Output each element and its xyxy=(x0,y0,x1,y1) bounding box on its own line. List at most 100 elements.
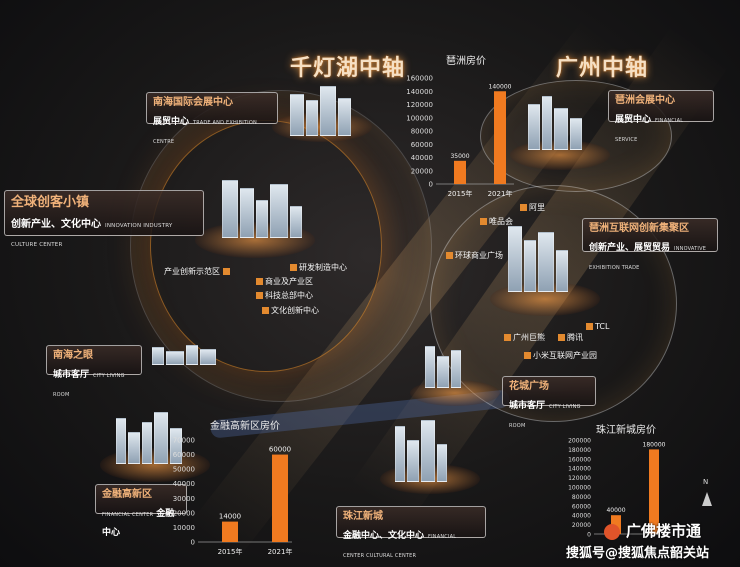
tag-title: 南海国际会展中心 xyxy=(153,97,233,108)
y-tick-label: 30000 xyxy=(173,495,195,503)
y-tick-label: 20000 xyxy=(411,167,433,175)
label-xiaomi: 小米互联网产业园 xyxy=(524,350,597,361)
tag-sub: 创新产业、展贸贸易 xyxy=(589,243,671,253)
x-category-label: 2015年 xyxy=(448,189,473,198)
y-tick-label: 120000 xyxy=(406,101,433,109)
bar-value-label: 140000 xyxy=(489,83,512,90)
cluster-qiandeng-top xyxy=(290,86,351,136)
x-category-label: 2021年 xyxy=(268,547,293,556)
building-icon xyxy=(480,218,487,225)
y-tick-label: 70000 xyxy=(173,437,195,445)
tag-title: 花城广场 xyxy=(509,381,549,392)
cluster-financial xyxy=(116,412,182,464)
tag-title: 珠江新城 xyxy=(343,511,383,522)
label-text: 小米互联网产业园 xyxy=(533,351,597,360)
y-tick-label: 10000 xyxy=(173,524,195,532)
cluster-global-town xyxy=(222,180,302,238)
label-text: 腾讯 xyxy=(567,333,583,342)
label-culture-center: 文化创新中心 xyxy=(262,305,319,316)
y-tick-label: 20000 xyxy=(173,509,195,517)
label-text: 商业及产业区 xyxy=(265,277,313,286)
compass-icon xyxy=(700,484,714,506)
watermark-line1: 广佛楼市通 xyxy=(626,522,702,540)
compass-label: N xyxy=(703,478,709,486)
y-tick-label: 60000 xyxy=(411,141,433,149)
building-icon xyxy=(520,204,527,211)
tag-title: 全球创客小镇 xyxy=(11,195,90,210)
label-guangzhou-sw: 广州巨熊 xyxy=(504,332,545,343)
building-icon xyxy=(586,323,593,330)
bar xyxy=(649,449,659,534)
bar xyxy=(494,91,506,184)
bar-value-label: 35000 xyxy=(450,153,469,160)
building-icon xyxy=(524,352,531,359)
bar-value-label: 14000 xyxy=(219,513,241,521)
y-tick-label: 60000 xyxy=(173,451,195,459)
bar-value-label: 60000 xyxy=(269,446,291,454)
label-tcl: TCL xyxy=(586,322,609,331)
tag-en: CITY LIVING ROOM xyxy=(509,404,581,429)
guangzhou-headline: 广州中轴 xyxy=(556,56,649,81)
tag-en: FINANCIAL CENTER xyxy=(102,512,154,518)
y-tick-label: 180000 xyxy=(568,447,591,454)
label-text: 阿里 xyxy=(529,203,545,212)
label-text: TCL xyxy=(595,322,610,331)
building-icon xyxy=(446,252,453,259)
building-icon xyxy=(256,278,263,285)
y-tick-label: 140000 xyxy=(406,88,433,96)
y-tick-label: 40000 xyxy=(411,154,433,162)
building-icon xyxy=(223,268,230,275)
y-tick-label: 120000 xyxy=(568,475,591,482)
tag-title: 琶洲会展中心 xyxy=(615,95,675,106)
watermark-logo-icon xyxy=(604,524,620,540)
tag-en: INNOVATION INDUSTRY CULTURE CENTER xyxy=(11,223,173,248)
building-icon xyxy=(256,292,263,299)
tag-en: INNOVATIVE EXHIBITION TRADE xyxy=(589,246,707,271)
building-icon xyxy=(290,264,297,271)
tag-title: 金融高新区 xyxy=(102,489,152,500)
chart-pazhou: 0200004000060000800001000001200001400001… xyxy=(406,75,514,198)
watermark-line2: 搜狐号@搜狐焦点韶关站 xyxy=(566,546,710,561)
label-tencent: 腾讯 xyxy=(558,332,583,343)
cluster-pazhou-internet xyxy=(508,226,568,292)
building-icon xyxy=(504,334,511,341)
tag-sub: 金融中心、文化中心 xyxy=(343,531,425,541)
chart-finance: 0100002000030000400005000060000700001400… xyxy=(173,437,293,557)
label-text: 广州巨熊 xyxy=(513,333,545,342)
building-icon xyxy=(262,307,269,314)
guangzhou-ring xyxy=(480,80,672,192)
tag-en: FINANCIAL SERVICE xyxy=(615,118,684,143)
tag-sub: 城市客厅 xyxy=(53,370,90,380)
tag-title: 琶洲互联网创新集聚区 xyxy=(589,223,689,234)
y-tick-label: 0 xyxy=(587,532,591,539)
chart-title-zhujiang: 珠江新城房价 xyxy=(596,425,656,436)
label-vipshop: 唯品会 xyxy=(480,216,513,227)
label-tech-hq: 科技总部中心 xyxy=(256,290,313,301)
tag-sub: 创新产业、文化中心 xyxy=(11,219,101,230)
qiandeng-headline: 千灯湖中轴 xyxy=(290,56,406,81)
bar xyxy=(222,521,238,542)
building-icon xyxy=(558,334,565,341)
cluster-zhujiang xyxy=(395,420,447,482)
label-text: 唯品会 xyxy=(489,217,513,226)
label-rd-center: 研发制造中心 xyxy=(290,262,347,273)
qiandeng-outer-ring xyxy=(130,90,432,402)
y-tick-label: 0 xyxy=(429,181,433,189)
tag-sub: 展贸中心 xyxy=(615,115,652,125)
label-business: 商业及产业区 xyxy=(256,276,313,287)
cluster-huacheng xyxy=(425,346,461,388)
y-tick-label: 100000 xyxy=(406,114,433,122)
tag-en: TRADE AND EXHIBITION CENTRE xyxy=(153,120,257,145)
tag-title: 南海之眼 xyxy=(53,350,93,361)
x-category-label: 2015年 xyxy=(218,547,243,556)
label-text: 文化创新中心 xyxy=(271,306,319,315)
cluster-pazhou-expo xyxy=(528,96,582,150)
